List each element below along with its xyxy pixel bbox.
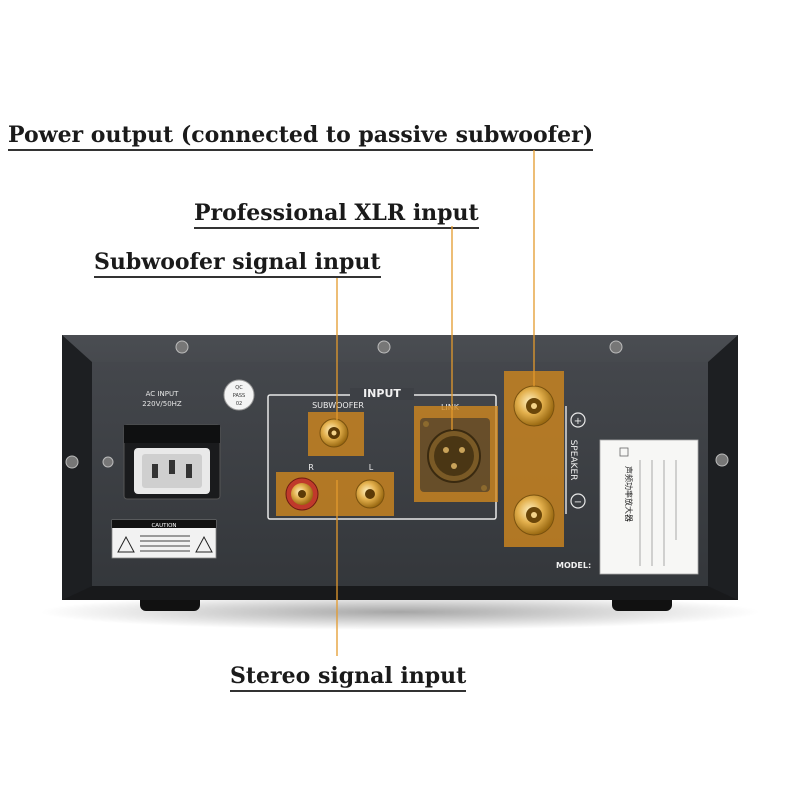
callout-xlr-input: Professional XLR input <box>194 200 479 229</box>
ground-shadow <box>40 594 760 630</box>
callout-subwoofer-input: Subwoofer signal input <box>94 249 381 278</box>
warning-triangle-icon <box>117 535 135 553</box>
left-rca-jack[interactable] <box>355 479 385 509</box>
callout-power-output: Power output (connected to passive subwo… <box>8 122 594 151</box>
input-label: INPUT <box>363 387 401 400</box>
ac-power-socket[interactable] <box>123 424 221 500</box>
qc-line2: PASS <box>233 393 245 399</box>
qc-pass-sticker: QC PASS 02 <box>223 379 255 411</box>
minus-sign: − <box>574 497 582 508</box>
callout-stereo-input: Stereo signal input <box>230 663 467 692</box>
nameplate-title: 声频功率放大器 <box>624 466 634 522</box>
leader-lines <box>336 150 535 656</box>
speaker-marking: + − SPEAKER <box>565 406 586 514</box>
right-channel-label: R <box>308 463 314 472</box>
caution-heading: CAUTION <box>151 523 176 529</box>
screws <box>65 340 729 469</box>
ac-voltage-label: 220V/50HZ <box>142 400 182 408</box>
chassis-bottom-edge <box>62 586 738 600</box>
caution-label: CAUTION <box>111 519 217 559</box>
screw-icon <box>715 453 729 467</box>
screw-icon <box>175 340 189 354</box>
left-channel-label: L <box>369 463 374 472</box>
speaker-label: SPEAKER <box>568 440 578 481</box>
xlr-input-jack[interactable] <box>420 418 490 492</box>
chassis-right-side <box>708 335 738 600</box>
warning-triangle-icon <box>195 535 213 553</box>
chassis-left-side <box>62 335 92 600</box>
qc-line3: 02 <box>236 401 242 407</box>
screw-icon <box>102 456 114 468</box>
speaker-negative-terminal[interactable] <box>513 494 555 536</box>
screw-icon <box>377 340 391 354</box>
ac-input-label: AC INPUT <box>146 390 179 398</box>
right-rca-jack[interactable] <box>285 477 319 511</box>
plus-sign: + <box>574 416 582 427</box>
subwoofer-rca-jack[interactable] <box>319 418 349 448</box>
screw-icon <box>609 340 623 354</box>
speaker-positive-terminal[interactable] <box>513 385 555 427</box>
qc-line1: QC <box>235 385 243 391</box>
model-label: MODEL: <box>556 561 591 570</box>
screw-icon <box>65 455 79 469</box>
subwoofer-label: SUBWOOFER <box>312 401 364 410</box>
nameplate: 声频功率放大器 <box>599 439 699 575</box>
